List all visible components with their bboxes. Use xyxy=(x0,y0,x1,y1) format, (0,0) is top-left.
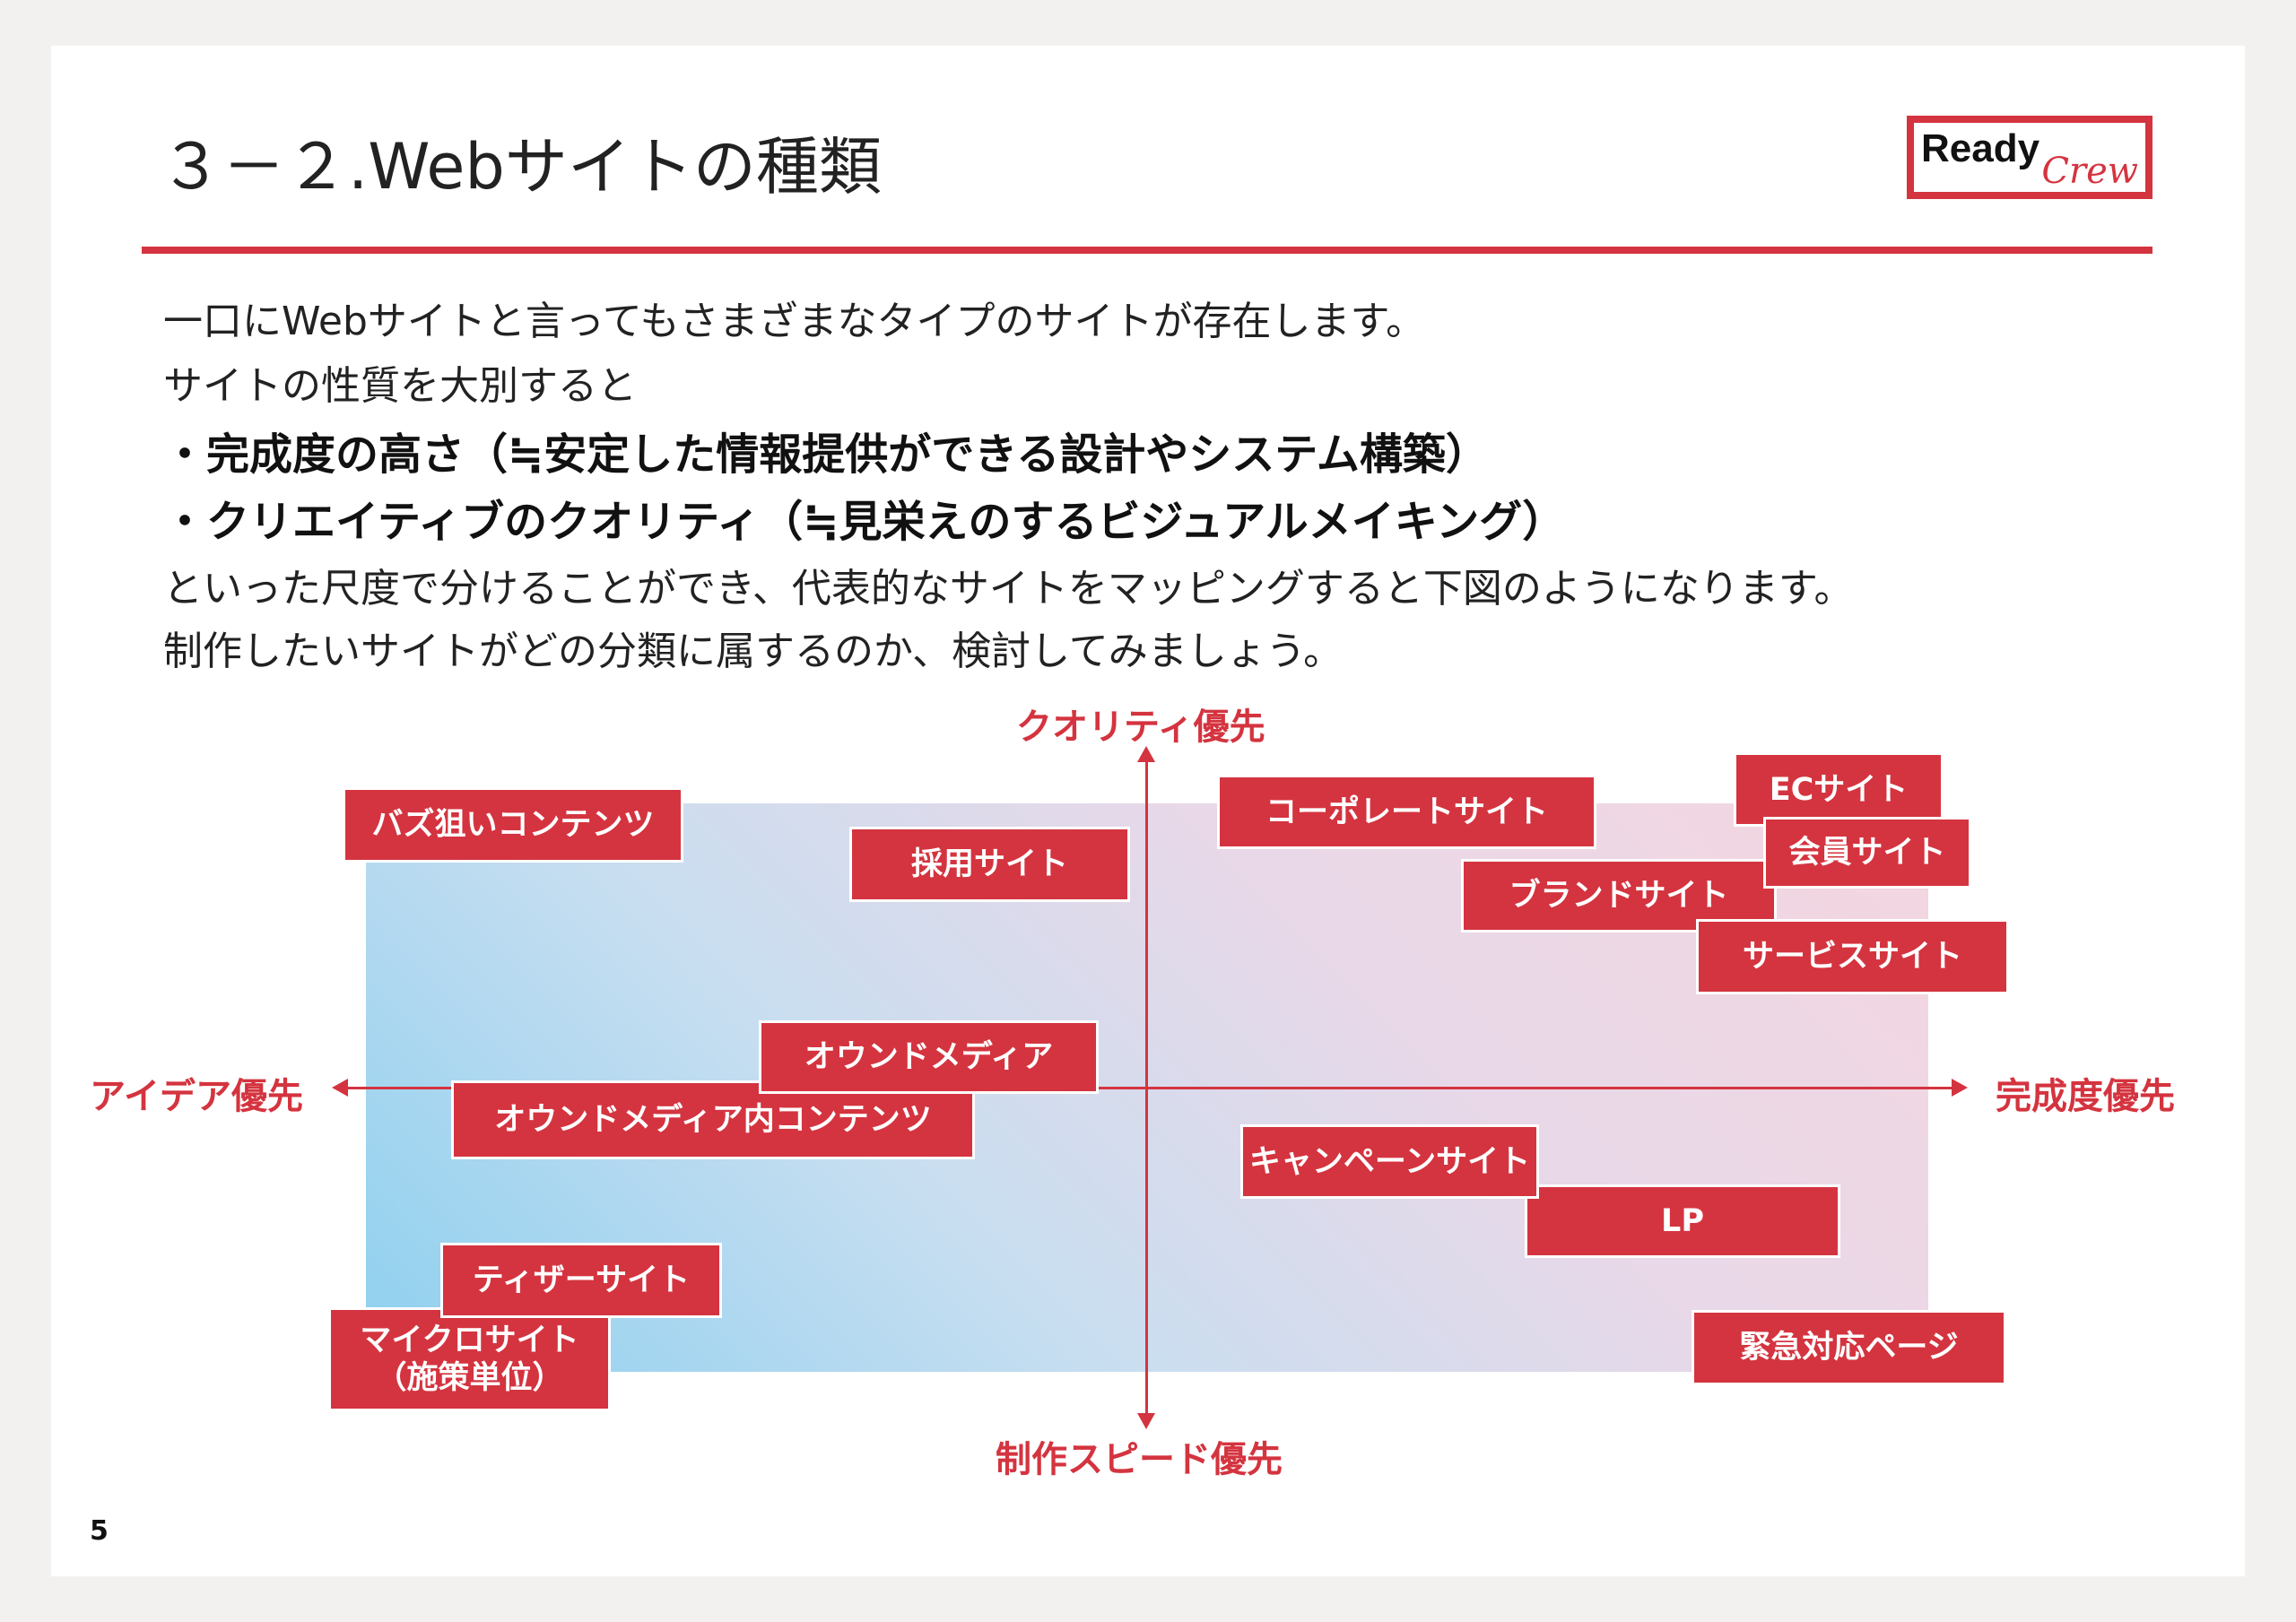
site-teaser: ティザーサイト xyxy=(440,1243,722,1318)
criteria-item: ・クリエイティブのクオリティ（≒見栄えのするビジュアルメイキング） xyxy=(163,497,1566,547)
site-emergency: 緊急対応ページ xyxy=(1692,1310,2006,1385)
site-service: サービスサイト xyxy=(1696,919,2009,994)
site-campaign: キャンペーンサイト xyxy=(1240,1124,1539,1199)
title-divider xyxy=(142,247,2152,254)
logo-text: Ready xyxy=(1921,126,2040,170)
site-recruit: 採用サイト xyxy=(849,827,1130,902)
axis-label-right: 完成度優先 xyxy=(1996,1076,2175,1117)
arrow-up-icon xyxy=(1137,746,1155,762)
intro-text: サイトの性質を大別すると xyxy=(163,363,637,409)
site-ec: ECサイト xyxy=(1734,752,1944,827)
intro-text: 制作したいサイトがどの分類に属するのか、検討してみましょう。 xyxy=(163,629,1344,674)
arrow-right-icon xyxy=(1952,1079,1968,1097)
horizontal-axis xyxy=(345,1087,1954,1089)
site-micro: マイクロサイト （施策単位） xyxy=(328,1307,611,1411)
site-corporate: コーポレートサイト xyxy=(1217,775,1596,849)
arrow-down-icon xyxy=(1137,1413,1155,1429)
site-micro-label: マイクロサイト xyxy=(360,1323,579,1358)
intro-text: といった尺度で分けることができ、代表的なサイトをマッピングすると下図のようになり… xyxy=(163,566,1854,612)
site-lp: LP xyxy=(1525,1184,1840,1258)
axis-label-bottom: 制作スピード優先 xyxy=(996,1439,1283,1480)
criteria-item: ・完成度の高さ（≒安定した情報提供ができる設計やシステム構築） xyxy=(163,429,1489,480)
site-micro-sublabel: （施策単位） xyxy=(375,1360,564,1396)
arrow-left-icon xyxy=(332,1079,348,1097)
logo-script: Crew xyxy=(2041,151,2138,192)
site-owned-media-content: オウンドメディア内コンテンツ xyxy=(451,1080,975,1159)
site-member: 会員サイト xyxy=(1763,817,1971,889)
site-owned-media: オウンドメディア xyxy=(759,1020,1099,1094)
axis-label-top: クオリティ優先 xyxy=(1016,707,1265,748)
site-buzz-content: バズ狙いコンテンツ xyxy=(343,787,683,863)
axis-label-left: アイデア優先 xyxy=(90,1076,303,1117)
intro-text: 一口にWebサイトと言ってもさまざまなタイプのサイトが存在します。 xyxy=(163,299,1426,344)
ready-crew-logo: Ready Crew xyxy=(1907,116,2152,199)
page-title: ３－２.Webサイトの種類 xyxy=(160,130,882,204)
page-number: 5 xyxy=(90,1515,109,1547)
